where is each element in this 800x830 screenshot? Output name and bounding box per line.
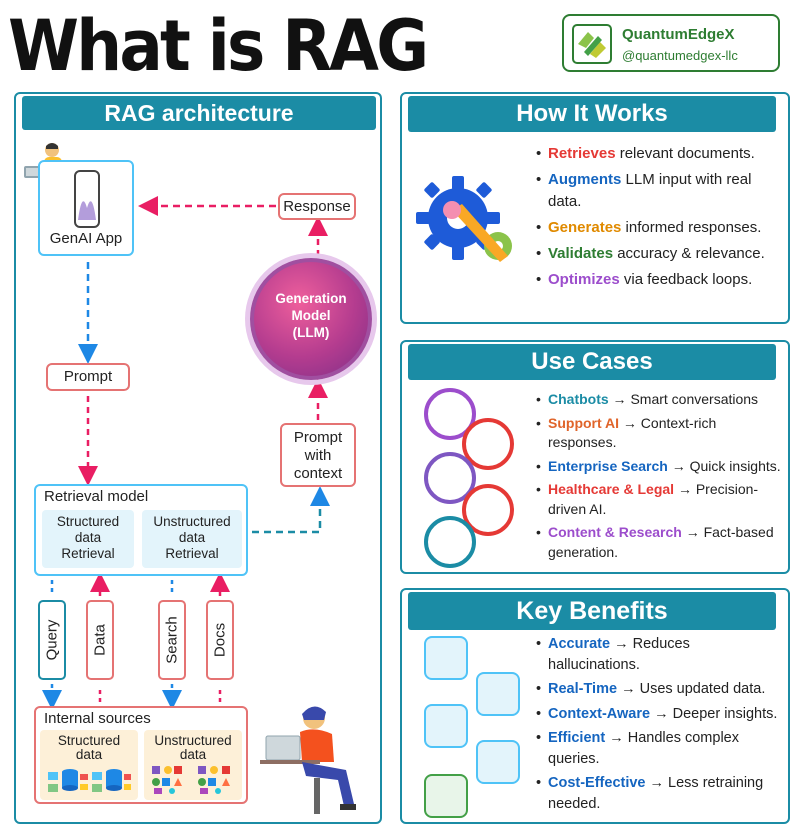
list-item: Optimizes via feedback loops. (536, 269, 784, 291)
list-item: Validates accuracy & relevance. (536, 243, 784, 265)
list-item: Retrieves relevant documents. (536, 143, 784, 165)
structured-retrieval-box: Structured data Retrieval (42, 510, 134, 568)
warning-icon (424, 636, 468, 680)
generation-model-label: Generation Model (LLM) (275, 291, 347, 340)
use-cases-banner: Use Cases (408, 344, 776, 380)
research-icon (424, 516, 476, 568)
how-it-works-list: Retrieves relevant documents. Augments L… (536, 143, 784, 295)
query-box: Query (38, 600, 66, 680)
healthcare-icon (462, 484, 514, 536)
list-item: Augments LLM input with real data. (536, 169, 784, 213)
prompt-with-context-box: Prompt with context (280, 423, 356, 487)
genai-app-box (38, 160, 134, 256)
list-item: Real-Time → Uses updated data. (536, 679, 784, 700)
page-title: What is RAG (8, 5, 429, 87)
response-box: Response (278, 193, 356, 220)
prompt-box: Prompt (46, 363, 130, 391)
list-item: Content & Research → Fact-based generati… (536, 523, 784, 562)
list-item: Support AI → Context-rich responses. (536, 414, 784, 453)
list-item: Healthcare & Legal → Precision-driven AI… (536, 480, 784, 519)
architecture-banner: RAG architecture (22, 96, 376, 130)
megaphone-icon (424, 704, 468, 748)
key-benefits-banner: Key Benefits (408, 592, 776, 630)
retrieval-model-label: Retrieval model (44, 488, 149, 505)
coins-icon (424, 774, 468, 818)
gear-wrench-icon (416, 176, 512, 262)
use-cases-list: Chatbots → Smart conversations Support A… (536, 390, 784, 566)
search-box: Search (158, 600, 186, 680)
brand-logo-icon (572, 24, 612, 64)
shapes-icon (152, 766, 230, 794)
list-item: Cost-Effective → Less retraining needed. (536, 773, 784, 814)
generation-model-circle (250, 258, 372, 380)
brand-badge: QuantumEdgeX @quantumedgex-llc (562, 14, 780, 72)
worker-icon (476, 740, 520, 784)
clock-icon (476, 672, 520, 716)
brand-name: QuantumEdgeX (622, 26, 735, 43)
person-desk-icon (260, 706, 356, 814)
how-it-works-banner: How It Works (408, 96, 776, 132)
list-item: Generates informed responses. (536, 217, 784, 239)
database-icon (48, 769, 131, 792)
data-box: Data (86, 600, 114, 680)
list-item: Chatbots → Smart conversations (536, 390, 784, 410)
docs-box: Docs (206, 600, 234, 680)
key-benefits-list: Accurate → Reduces hallucinations. Real-… (536, 634, 784, 818)
list-item: Context-Aware → Deeper insights. (536, 704, 784, 725)
internal-sources-label: Internal sources (44, 710, 151, 727)
support-icon (462, 418, 514, 470)
list-item: Efficient → Handles complex queries. (536, 728, 784, 769)
unstructured-retrieval-box: Unstructured data Retrieval (142, 510, 242, 568)
genai-app-label: GenAI App (49, 230, 123, 247)
list-item: Enterprise Search → Quick insights. (536, 457, 784, 477)
brand-handle: @quantumedgex-llc (622, 48, 738, 63)
phone-icon (74, 170, 100, 228)
list-item: Accurate → Reduces hallucinations. (536, 634, 784, 675)
